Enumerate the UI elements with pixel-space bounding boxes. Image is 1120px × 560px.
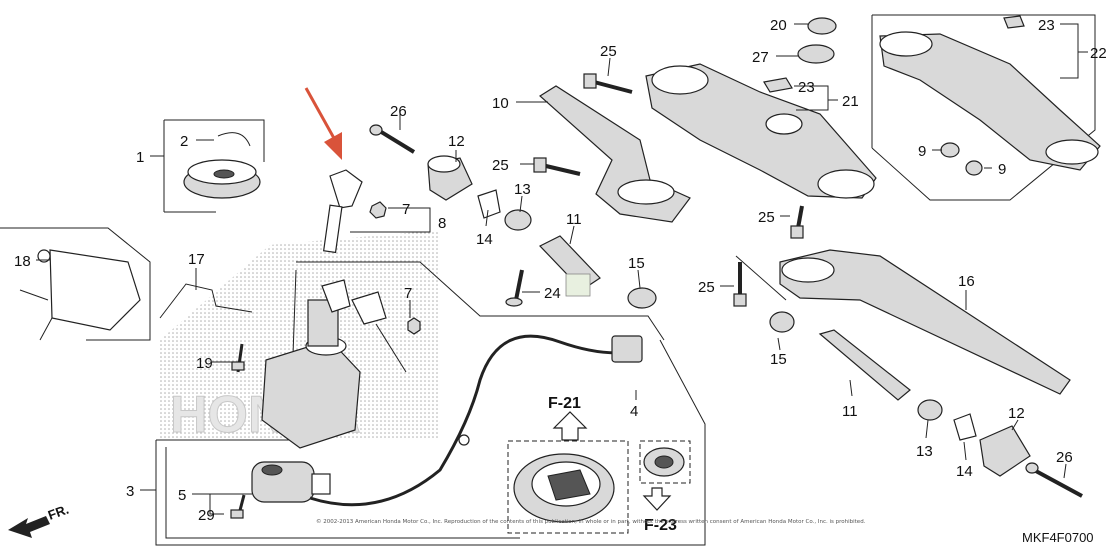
lock-ref-box — [639, 440, 691, 484]
label-23a: 23 — [798, 79, 815, 96]
label-15b: 15 — [770, 351, 787, 368]
inner-pipe-11-bottom — [818, 329, 911, 401]
label-17: 17 — [188, 251, 205, 268]
collar-14-bottom — [953, 413, 977, 441]
label-14b: 14 — [956, 463, 973, 480]
f23-down-arrow-icon — [642, 487, 672, 511]
label-9b: 9 — [998, 161, 1006, 178]
label-2: 2 — [180, 133, 188, 150]
end-weight-12-bottom — [979, 425, 1031, 477]
plate-23a — [763, 77, 793, 93]
key-part — [322, 169, 363, 254]
label-23b: 23 — [1038, 17, 1055, 34]
key-pair-part — [321, 279, 407, 373]
end-weight-12-top — [427, 155, 473, 201]
label-18: 18 — [14, 253, 31, 270]
label-22: 22 — [1090, 45, 1107, 62]
ignition-frame — [296, 261, 665, 341]
label-4: 4 — [630, 403, 638, 420]
label-1: 1 — [136, 149, 144, 166]
label-9a: 9 — [918, 143, 926, 160]
lock-housing-part — [183, 159, 261, 199]
label-16: 16 — [958, 273, 975, 290]
ring-15-top — [627, 287, 657, 309]
label-29: 29 — [198, 507, 215, 524]
label-11a: 11 — [566, 211, 582, 228]
label-12b: 12 — [1008, 405, 1025, 422]
label-19: 19 — [196, 355, 213, 372]
kit-box-1 — [164, 119, 265, 162]
label-11b: 11 — [842, 403, 858, 420]
bolt-26-top — [369, 124, 416, 154]
ref-f23-label: F-23 — [644, 517, 677, 534]
fuel-cap-ref-box — [507, 440, 629, 534]
lock-cylinder-part — [643, 447, 685, 477]
front-direction-arrow-icon — [8, 516, 50, 538]
top-bridge-21-part — [645, 63, 877, 199]
inner-pipe-11-top — [539, 235, 601, 297]
bolt-25b — [533, 157, 581, 176]
plate-23b — [1003, 15, 1025, 29]
nut-9a — [940, 142, 960, 158]
f21-up-arrow-icon — [552, 411, 588, 441]
rubber-13-top — [504, 209, 532, 231]
handlebar-16-part — [779, 249, 1071, 395]
label-12a: 12 — [448, 133, 465, 150]
bracket-part — [19, 249, 141, 341]
label-13a: 13 — [514, 181, 531, 198]
bolt-26-bottom — [1025, 462, 1083, 498]
cap-20 — [807, 17, 837, 35]
ref-f21-label: F-21 — [548, 395, 581, 412]
nut-7a — [369, 201, 387, 219]
label-24: 24 — [544, 285, 561, 302]
label-5: 5 — [178, 487, 186, 504]
top-bridge-22-part — [879, 31, 1101, 171]
bolt-25c — [790, 205, 804, 239]
bolt-19 — [231, 343, 245, 373]
label-7b: 7 — [404, 285, 412, 302]
front-marker-label: FR. — [46, 502, 71, 523]
label-27: 27 — [752, 49, 769, 66]
collar-14-top — [477, 189, 501, 219]
label-25c: 25 — [758, 209, 775, 226]
label-3: 3 — [126, 483, 134, 500]
connector — [611, 335, 643, 363]
label-25b: 25 — [492, 157, 509, 174]
label-7a: 7 — [402, 201, 410, 218]
fuel-cap-part — [513, 453, 615, 523]
label-21: 21 — [842, 93, 859, 110]
nut-7b — [407, 317, 421, 335]
label-15a: 15 — [628, 255, 645, 272]
copyright-notice: © 2002-2013 American Honda Motor Co., In… — [316, 518, 866, 525]
bolt-25a — [583, 73, 633, 94]
screw-24 — [505, 269, 524, 307]
bracket-frame-18 — [0, 227, 151, 341]
label-20: 20 — [770, 17, 787, 34]
label-25a: 25 — [600, 43, 617, 60]
handlebar-10-part — [539, 85, 691, 223]
bolt-25d — [733, 262, 747, 307]
bolt-29 — [230, 494, 246, 519]
nut-27 — [797, 44, 835, 64]
rubber-13-bottom — [917, 399, 943, 421]
ignition-switch-part — [261, 299, 361, 449]
label-26a: 26 — [390, 103, 407, 120]
circlip — [217, 132, 251, 147]
label-10: 10 — [492, 95, 509, 112]
switch-part — [251, 461, 331, 503]
label-26b: 26 — [1056, 449, 1073, 466]
label-8: 8 — [438, 215, 446, 232]
part-number-labels: 1 2 3 4 5 7 7 8 9 9 10 11 11 12 12 13 13… — [14, 17, 1107, 524]
leader-lines — [36, 23, 1088, 515]
label-25d: 25 — [698, 279, 715, 296]
wire-harness-part — [309, 334, 631, 507]
highlight-arrow-icon — [304, 87, 342, 160]
label-13b: 13 — [916, 443, 933, 460]
label-14a: 14 — [476, 231, 493, 248]
stay-part — [159, 283, 253, 319]
ring-15-bottom — [769, 311, 795, 333]
nut-9b — [965, 160, 983, 176]
diagram-code: MKF4F0700 — [1022, 530, 1094, 545]
